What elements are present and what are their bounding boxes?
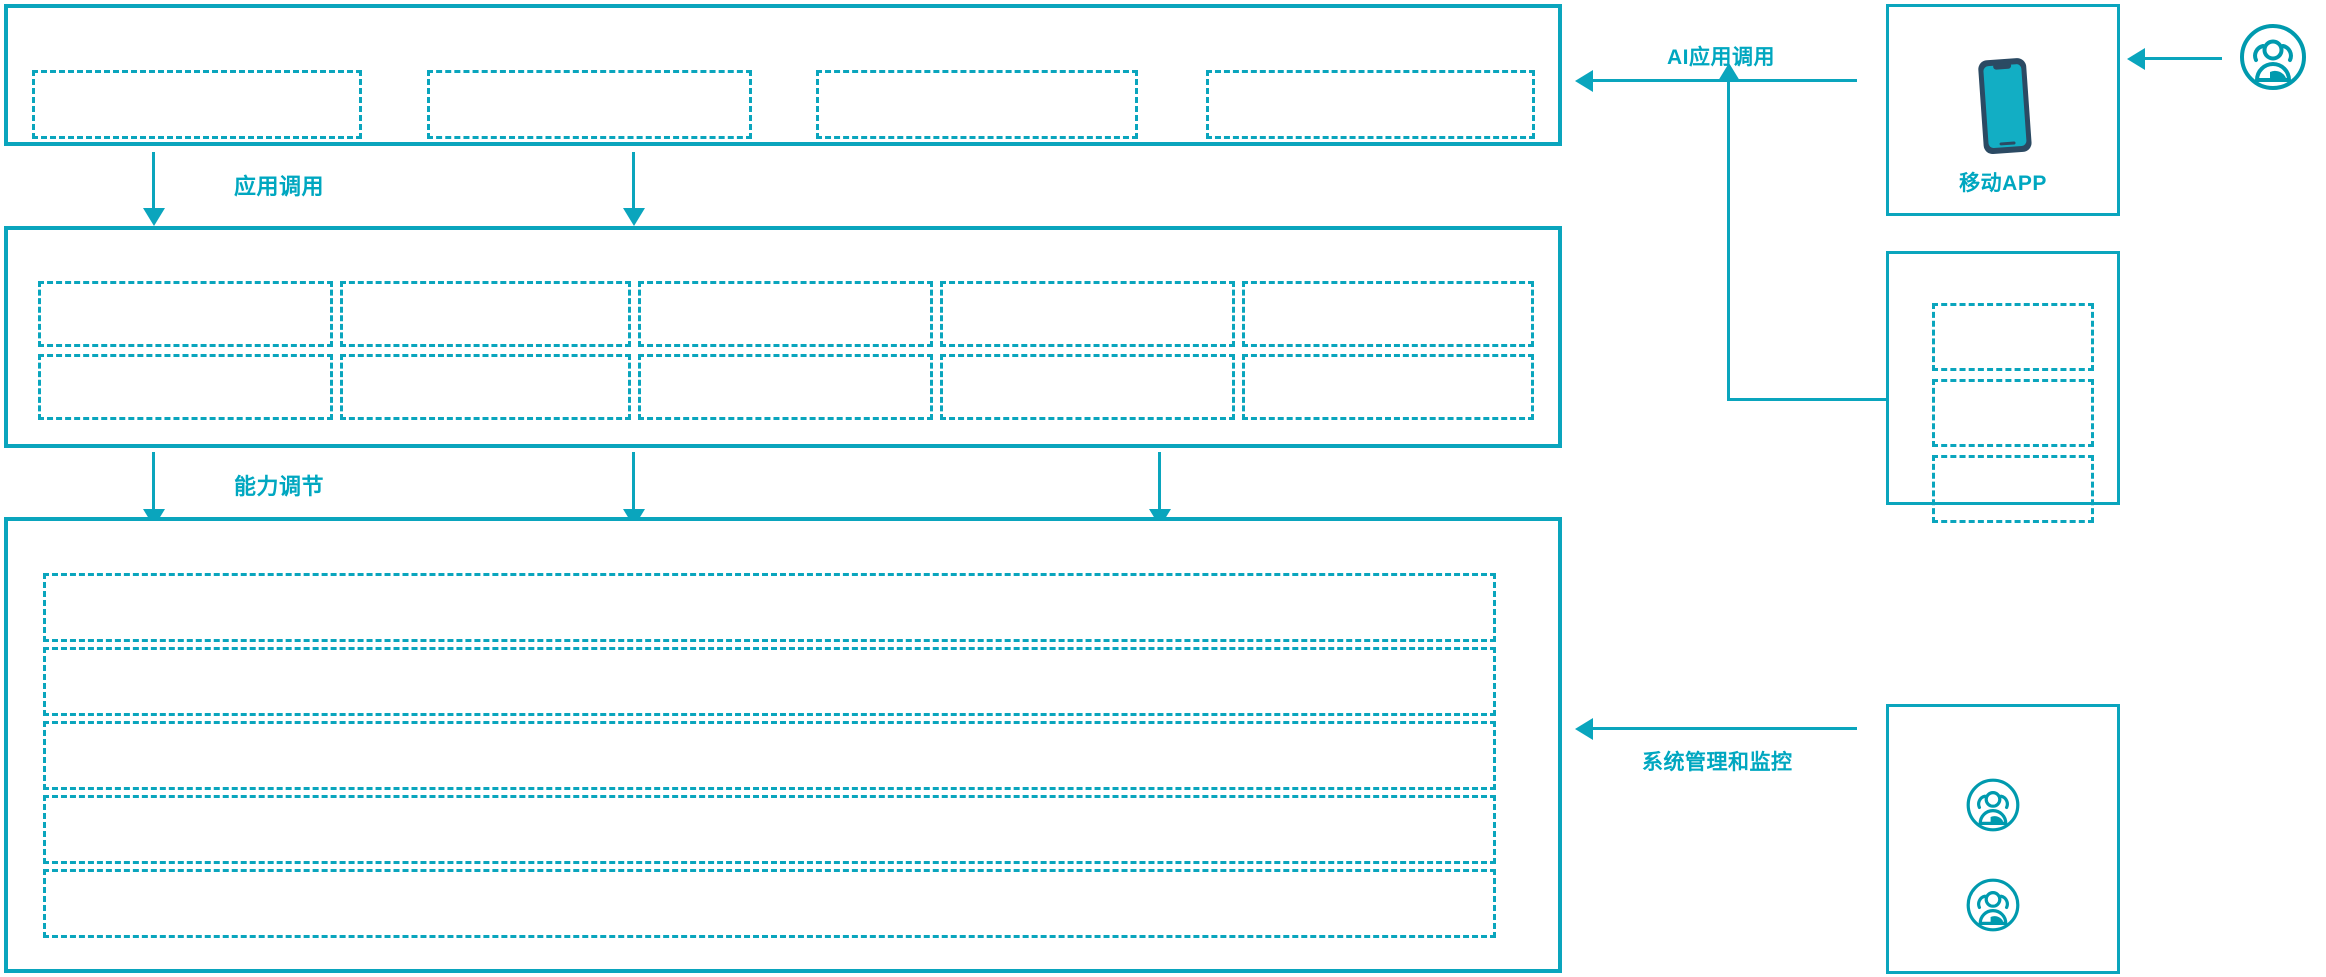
channel-riser-connector bbox=[1727, 398, 1887, 401]
infrastructure-slot-2[interactable] bbox=[43, 647, 1496, 716]
capability-slot-2[interactable] bbox=[340, 281, 631, 347]
capability-slot-4[interactable] bbox=[940, 281, 1235, 347]
capability-slot-9[interactable] bbox=[940, 354, 1235, 420]
capability-slot-7[interactable] bbox=[340, 354, 631, 420]
application-slot-3[interactable] bbox=[816, 70, 1138, 139]
capability-slot-3[interactable] bbox=[638, 281, 933, 347]
infrastructure-slot-1[interactable] bbox=[43, 573, 1496, 642]
application-slot-2[interactable] bbox=[427, 70, 752, 139]
application-slot-4[interactable] bbox=[1206, 70, 1535, 139]
infrastructure-slot-3[interactable] bbox=[43, 721, 1496, 790]
mobile-phone-icon bbox=[1973, 55, 2039, 159]
capability-slot-10[interactable] bbox=[1242, 354, 1534, 420]
channel-slot-1[interactable] bbox=[1932, 303, 2094, 371]
system-mgmt-arrow bbox=[1592, 727, 1857, 730]
channel-list-card bbox=[1886, 251, 2120, 523]
channel-to-app-riser bbox=[1727, 80, 1730, 400]
user-to-mobile-arrow bbox=[2144, 57, 2222, 60]
external-user-group-icon bbox=[2238, 22, 2308, 92]
capability-slot-5[interactable] bbox=[1242, 281, 1534, 347]
application-slot-1[interactable] bbox=[32, 70, 362, 139]
infrastructure-slot-5[interactable] bbox=[43, 869, 1496, 938]
operations-user-group-icon-1[interactable] bbox=[1965, 777, 2021, 833]
capability-slot-6[interactable] bbox=[38, 354, 333, 420]
capability-adjust-arrow-right bbox=[1158, 452, 1161, 510]
app-call-arrow-left bbox=[152, 152, 155, 209]
channel-slot-3[interactable] bbox=[1932, 455, 2094, 523]
mobile-app-card[interactable]: 移动APP bbox=[1886, 4, 2120, 216]
channel-slot-2[interactable] bbox=[1932, 379, 2094, 447]
ai-app-call-label: AI应用调用 bbox=[1667, 46, 1775, 69]
operations-user-group-icon-2[interactable] bbox=[1965, 877, 2021, 933]
capability-layer-panel bbox=[4, 226, 1562, 448]
infrastructure-slot-4[interactable] bbox=[43, 795, 1496, 864]
infrastructure-layer-panel bbox=[4, 517, 1562, 973]
application-layer-panel bbox=[4, 4, 1562, 146]
capability-adjust-arrow-left bbox=[152, 452, 155, 510]
system-mgmt-label: 系统管理和监控 bbox=[1642, 751, 1793, 774]
capability-slot-8[interactable] bbox=[638, 354, 933, 420]
app-call-arrow-right bbox=[632, 152, 635, 209]
capability-adjust-label: 能力调节 bbox=[234, 474, 325, 499]
operations-users-card bbox=[1886, 704, 2120, 974]
app-call-label: 应用调用 bbox=[234, 174, 325, 199]
mobile-app-label: 移动APP bbox=[1959, 172, 2047, 195]
capability-slot-1[interactable] bbox=[38, 281, 333, 347]
capability-adjust-arrow-center bbox=[632, 452, 635, 510]
